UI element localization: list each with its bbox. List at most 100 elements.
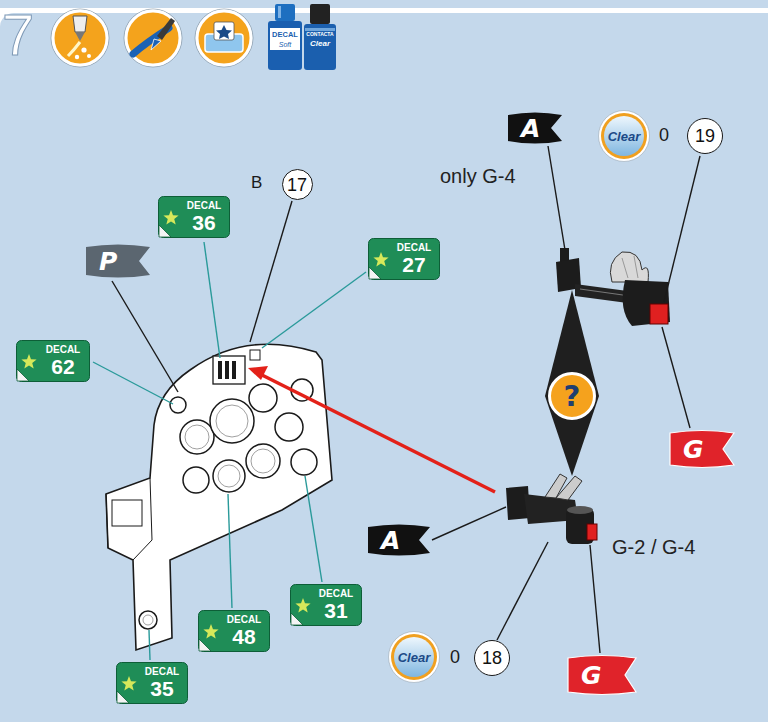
leader-line	[93, 146, 700, 660]
decal-soft-bottle-outline	[275, 4, 295, 21]
leader-line	[590, 545, 600, 653]
decal-word: DECAL	[397, 243, 431, 253]
color-letter: G	[581, 663, 602, 688]
instrument-panel	[170, 397, 186, 413]
choice-symbol-outline	[550, 374, 595, 419]
brush-icon	[151, 39, 161, 50]
spray-icon	[51, 9, 109, 67]
gunsight-part-g4	[610, 252, 648, 282]
gunsight-part-g2-g4	[587, 524, 597, 540]
part-number: 17	[287, 176, 307, 194]
color-letter: P	[99, 249, 117, 274]
clear-paint-badge-outline	[394, 637, 434, 677]
leader-line	[262, 272, 366, 348]
bottle-label: DECAL	[272, 31, 298, 39]
decal-number: 27	[402, 254, 425, 275]
version-note: G-2 / G-4	[612, 537, 695, 557]
contacta-clear-bottle-outline	[304, 24, 336, 70]
decal-soft-bottle-outline	[278, 6, 281, 18]
decal-number: 31	[324, 600, 347, 621]
instrument-panel	[246, 444, 280, 478]
brush-icon	[126, 11, 180, 65]
part-sprue-letter: B	[251, 174, 262, 191]
brush-icon	[124, 9, 182, 67]
instrument-panel	[213, 356, 245, 384]
decal-tag-outline	[291, 613, 303, 625]
decal-water-icon	[195, 9, 253, 67]
version-choice-arrow	[545, 290, 599, 476]
color-flag: G	[568, 655, 636, 695]
color-flag-outline	[568, 656, 636, 695]
clear-paint-badge-outline	[601, 113, 647, 159]
leader-line	[305, 476, 322, 582]
color-flag-outline	[568, 655, 636, 695]
clear-paint-badge: Clear	[598, 110, 650, 162]
instrument-panel	[185, 425, 209, 449]
instrument-panel	[218, 465, 240, 487]
spray-icon	[81, 47, 86, 52]
leader-line	[250, 201, 292, 342]
spray-icon	[68, 42, 80, 56]
instrument-panel	[216, 405, 248, 437]
decal-tag-outline	[369, 239, 440, 280]
paint-amount: 0	[659, 126, 669, 144]
spray-icon	[73, 16, 87, 32]
decal-tag-outline	[369, 267, 381, 279]
instrument-panel	[210, 399, 254, 443]
decal-tag-outline	[117, 691, 129, 703]
decal-tag-outline	[295, 598, 310, 612]
decal-word: DECAL	[319, 589, 353, 599]
callout-number: 19	[687, 118, 723, 154]
decal-word: DECAL	[227, 615, 261, 625]
contacta-clear-bottle: CONTACTAClear	[304, 4, 336, 70]
background-panel	[0, 13, 768, 722]
instrument-panel	[251, 449, 275, 473]
bottle-label: Soft	[279, 41, 291, 48]
paint-name: Clear	[608, 130, 641, 143]
color-flag: G	[670, 430, 734, 468]
decal-soft-bottle-outline	[268, 21, 302, 70]
gunsight-part-g2-g4	[556, 476, 582, 500]
instrument-panel	[250, 350, 260, 360]
decal-tag: DECAL36	[158, 196, 230, 238]
color-flag-outline	[86, 244, 150, 278]
contacta-clear-bottle-outline	[304, 4, 336, 70]
color-flag-outline	[368, 525, 430, 556]
gunsight-part-g4	[650, 304, 668, 324]
leader-line	[149, 630, 150, 660]
decal-tag: DECAL62	[16, 340, 90, 382]
color-letter: G	[683, 437, 704, 462]
clear-paint-badge-outline	[599, 111, 650, 162]
instrument-panel	[180, 420, 214, 454]
gunsight-part-g4	[580, 289, 630, 296]
decal-tag: DECAL27	[368, 238, 440, 280]
contacta-clear-bottle-outline	[310, 4, 330, 24]
red-placement-arrow	[248, 366, 495, 492]
instrument-panel	[106, 478, 152, 560]
paint-name: Clear	[398, 651, 431, 664]
decal-water-icon	[195, 9, 253, 67]
color-flag-outline	[670, 431, 734, 468]
decal-tag: DECAL31	[290, 584, 362, 626]
spray-icon	[75, 32, 85, 41]
version-note: only G-4	[440, 166, 516, 186]
color-flag-outline	[86, 245, 150, 278]
instrument-panel	[143, 615, 153, 625]
decal-tag: DECAL48	[198, 610, 270, 652]
decal-word: DECAL	[46, 345, 80, 355]
leader-line	[93, 362, 173, 404]
decal-tag-outline	[291, 585, 362, 626]
color-flag: P	[86, 244, 150, 278]
gunsight-part-g2-g4	[506, 474, 597, 544]
bottle-label: CONTACTA	[306, 32, 333, 37]
decal-tag-outline	[121, 676, 136, 690]
instrument-panel	[249, 384, 277, 412]
clear-paint-badge: Clear	[388, 631, 440, 683]
color-letter: A	[521, 116, 540, 141]
color-flag-outline	[508, 113, 562, 144]
decal-tag-outline	[203, 624, 218, 638]
instrument-panel	[225, 361, 229, 379]
